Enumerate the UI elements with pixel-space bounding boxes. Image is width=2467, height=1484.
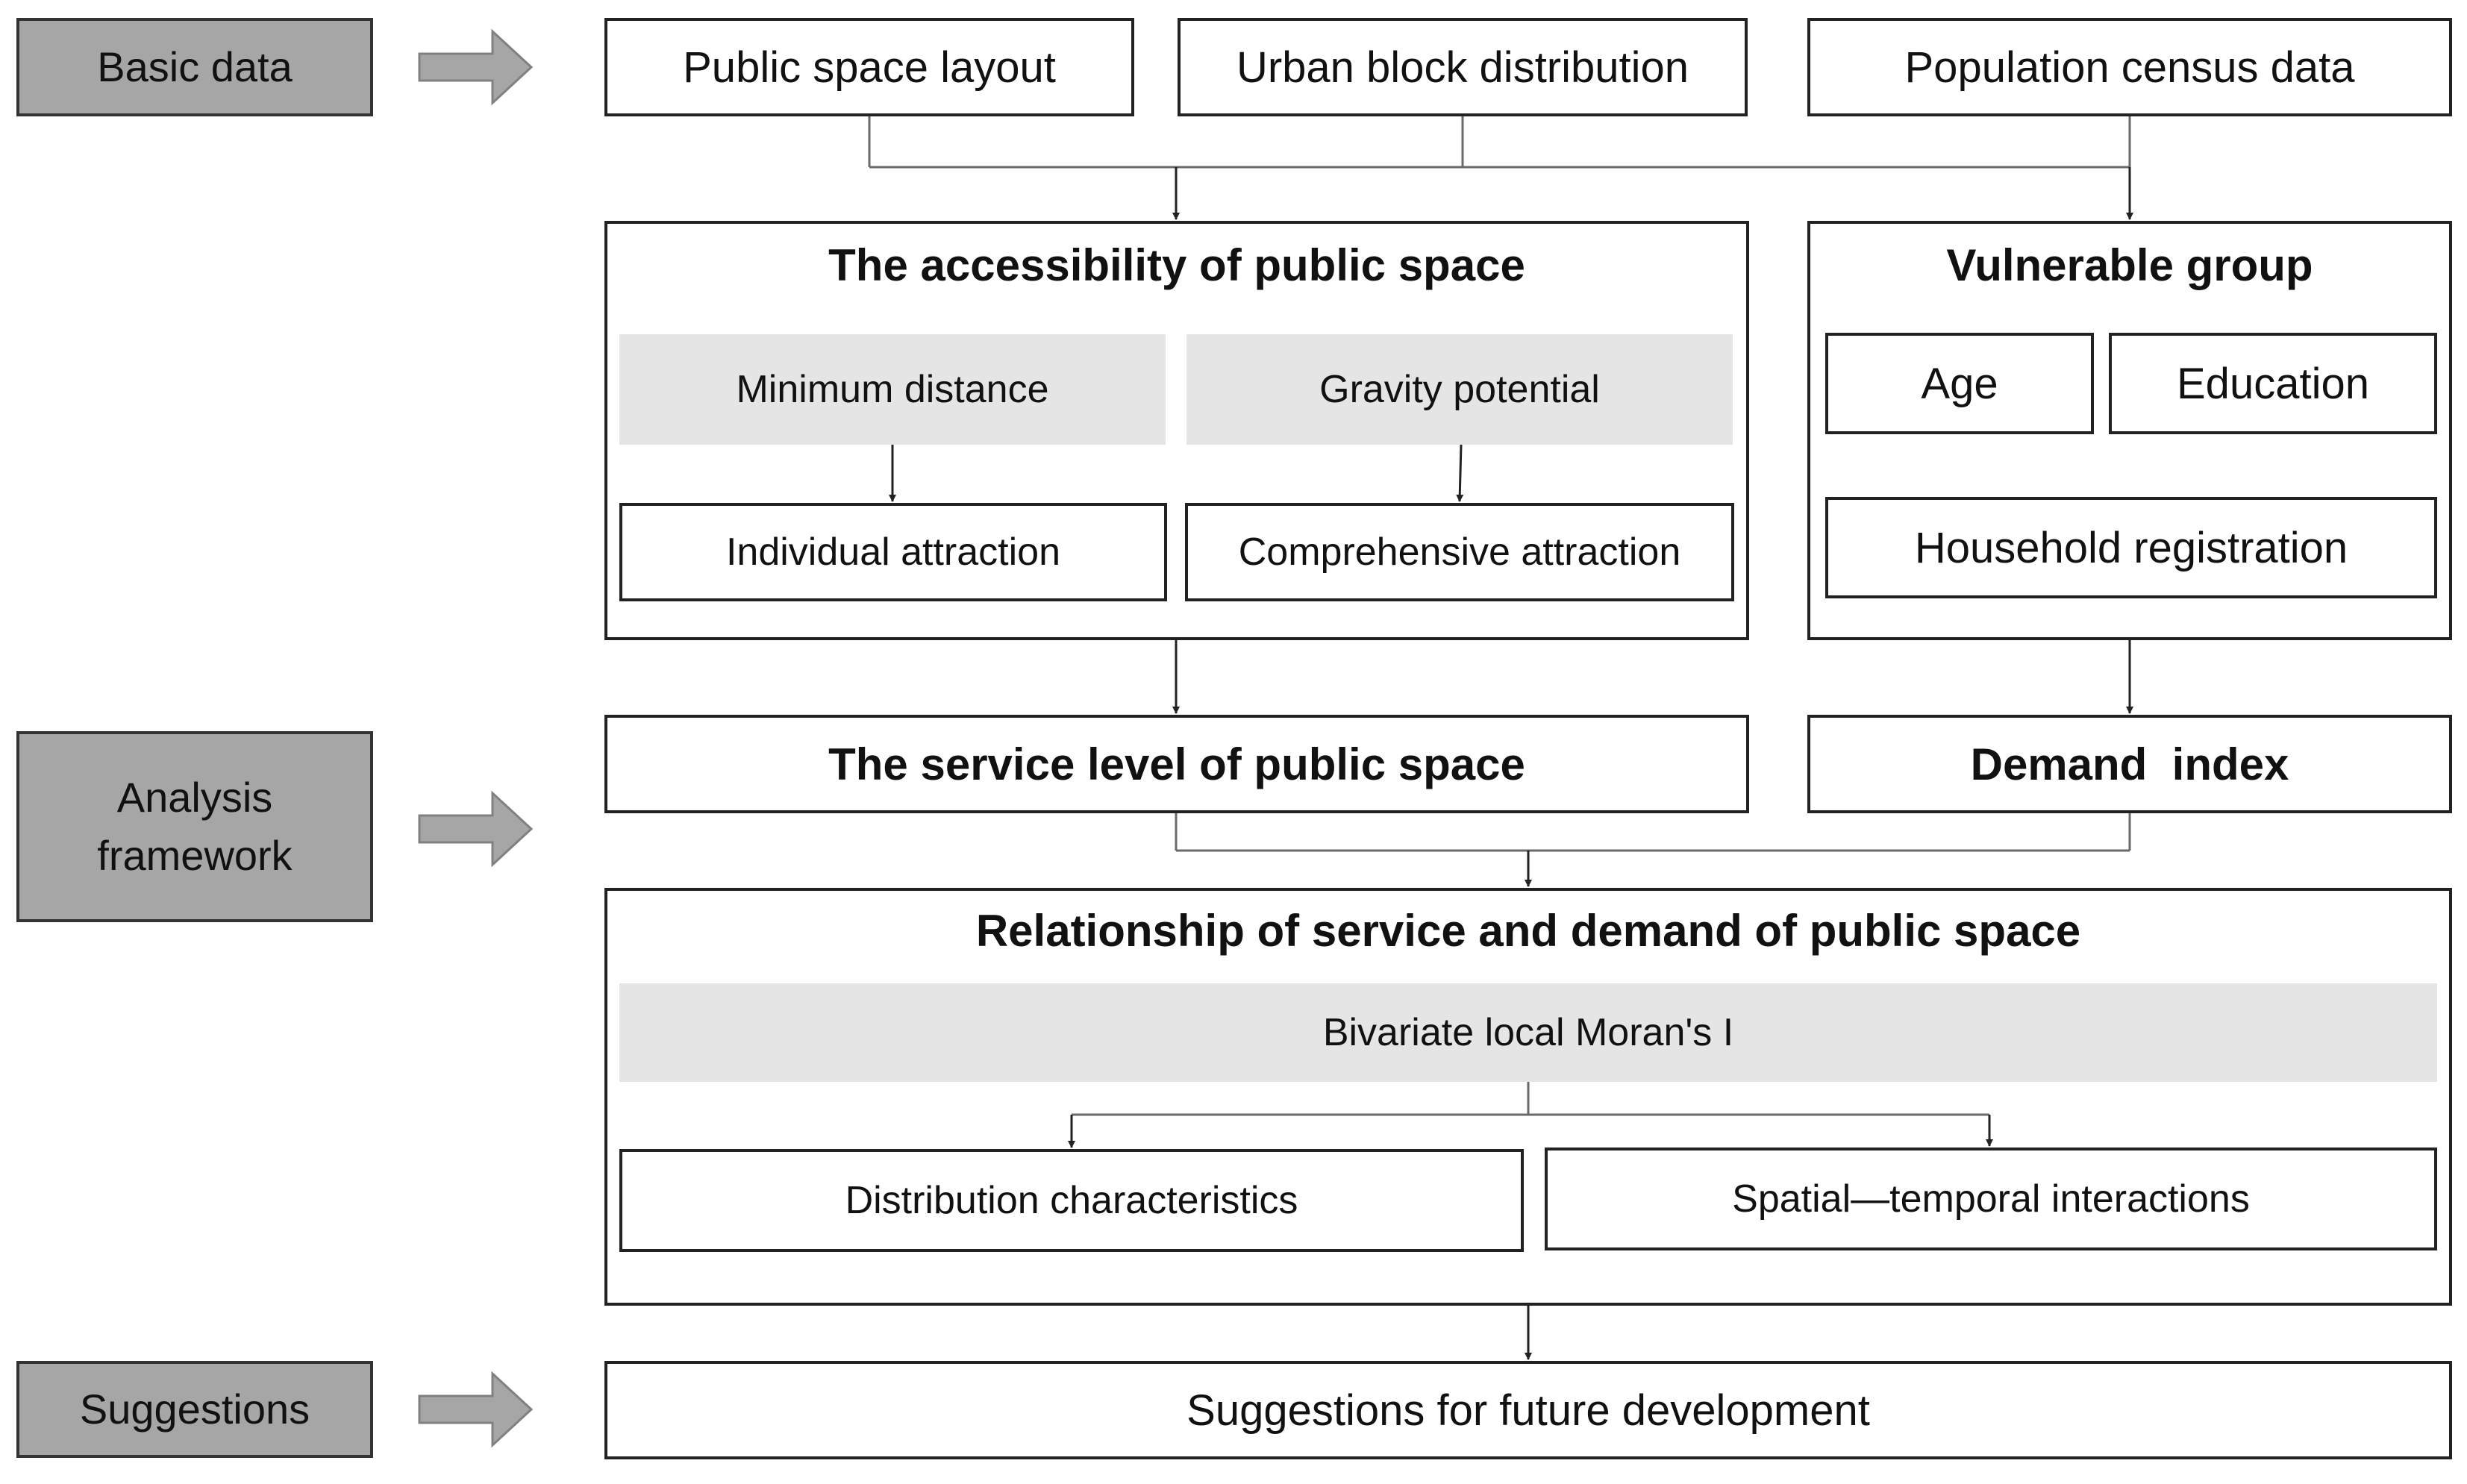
stage-arrow-suggestions xyxy=(418,1371,534,1448)
stage-suggestions: Suggestions xyxy=(16,1361,373,1458)
gravity-potential-label: Gravity potential xyxy=(1319,368,1600,411)
distribution-characteristics-label: Distribution characteristics xyxy=(845,1179,1298,1222)
population-census-data-box: Population census data xyxy=(1807,18,2452,116)
spatial-temporal-interactions-box: Spatial—temporal interactions xyxy=(1545,1148,2437,1250)
urban-block-distribution-box: Urban block distribution xyxy=(1178,18,1748,116)
household-registration-box: Household registration xyxy=(1825,497,2437,598)
stage-analysis-framework: Analysis framework xyxy=(16,731,373,922)
stage-arrow-analysis xyxy=(418,790,534,868)
population-census-data-label: Population census data xyxy=(1904,43,2355,92)
bivariate-morans-method: Bivariate local Moran's I xyxy=(619,983,2437,1082)
relationship-title: Relationship of service and demand of pu… xyxy=(975,905,2081,956)
arrow-gravity-to-comprehensive xyxy=(1456,444,1464,502)
public-space-layout-box: Public space layout xyxy=(604,18,1134,116)
urban-block-distribution-label: Urban block distribution xyxy=(1236,43,1689,92)
stage-suggestions-label: Suggestions xyxy=(79,1385,310,1433)
stage-basic-data: Basic data xyxy=(16,18,373,116)
demand-index-label: Demand index xyxy=(1970,739,2289,789)
household-registration-label: Household registration xyxy=(1914,523,2348,572)
comprehensive-attraction-box: Comprehensive attraction xyxy=(1185,503,1734,601)
age-label: Age xyxy=(1921,359,1998,408)
demand-index-box: Demand index xyxy=(1807,715,2452,813)
education-box: Education xyxy=(2109,333,2437,434)
minimum-distance-method: Minimum distance xyxy=(619,334,1166,445)
suggestions-label: Suggestions for future development xyxy=(1186,1386,1870,1435)
suggestions-box: Suggestions for future development xyxy=(604,1361,2452,1459)
stage-analysis-framework-label: Analysis framework xyxy=(97,773,293,879)
service-level-box: The service level of public space xyxy=(604,715,1749,813)
bivariate-morans-label: Bivariate local Moran's I xyxy=(1322,1011,1734,1054)
age-box: Age xyxy=(1825,333,2094,434)
individual-attraction-label: Individual attraction xyxy=(725,530,1061,574)
stage-basic-data-label: Basic data xyxy=(97,43,293,90)
spatial-temporal-interactions-label: Spatial—temporal interactions xyxy=(1732,1177,2250,1221)
minimum-distance-label: Minimum distance xyxy=(736,368,1049,411)
stage-arrow-basic xyxy=(418,28,534,106)
distribution-characteristics-box: Distribution characteristics xyxy=(619,1149,1524,1252)
public-space-layout-label: Public space layout xyxy=(683,43,1056,92)
accessibility-title: The accessibility of public space xyxy=(828,239,1525,290)
vulnerable-group-title: Vulnerable group xyxy=(1946,239,2313,290)
service-level-label: The service level of public space xyxy=(828,739,1525,789)
gravity-potential-method: Gravity potential xyxy=(1186,334,1733,445)
individual-attraction-box: Individual attraction xyxy=(619,503,1167,601)
comprehensive-attraction-label: Comprehensive attraction xyxy=(1238,530,1681,574)
education-label: Education xyxy=(2177,359,2369,408)
